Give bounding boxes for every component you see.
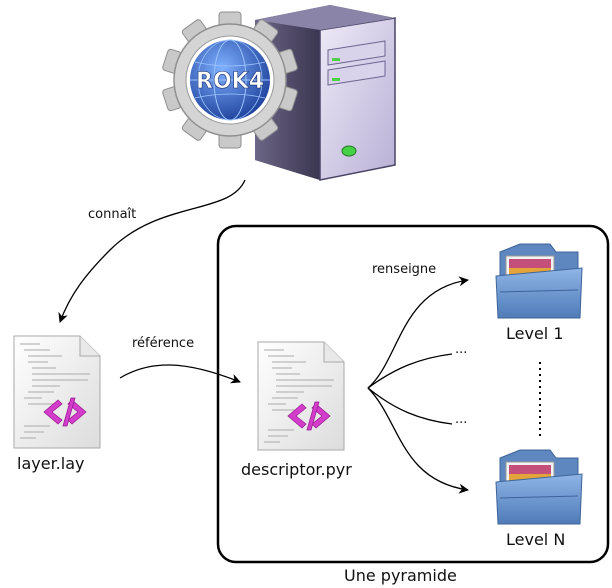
descriptor-file-label: descriptor.pyr [241,460,352,479]
arrow-level-1 [367,276,469,389]
globe-icon [190,39,270,121]
logo-text: ROK4 [196,69,264,94]
references-arrow [119,364,241,384]
knows-label: connaît [88,207,137,222]
fills-label: renseigne [372,262,437,277]
ellipsis-mid-1: ... [455,342,468,357]
folder-icon-level-n [495,449,583,525]
arrow-level-mid-2 [367,387,453,425]
ellipsis-mid-2: ... [455,412,468,427]
fills-arrows [367,276,469,494]
level-1-label: Level 1 [506,324,564,343]
layer-file-label: layer.lay [17,454,85,473]
level-n-label: Level N [506,530,566,549]
arrow-level-mid-1 [367,353,453,389]
layer-file-icon [13,335,101,449]
pyramid-caption: Une pyramide [344,566,457,585]
descriptor-file-icon [257,341,345,451]
references-label: référence [132,336,195,351]
knows-arrow [58,179,246,323]
folder-icon-level-1 [495,243,583,319]
arrow-level-n [367,387,469,494]
pyramid-box [216,224,610,564]
